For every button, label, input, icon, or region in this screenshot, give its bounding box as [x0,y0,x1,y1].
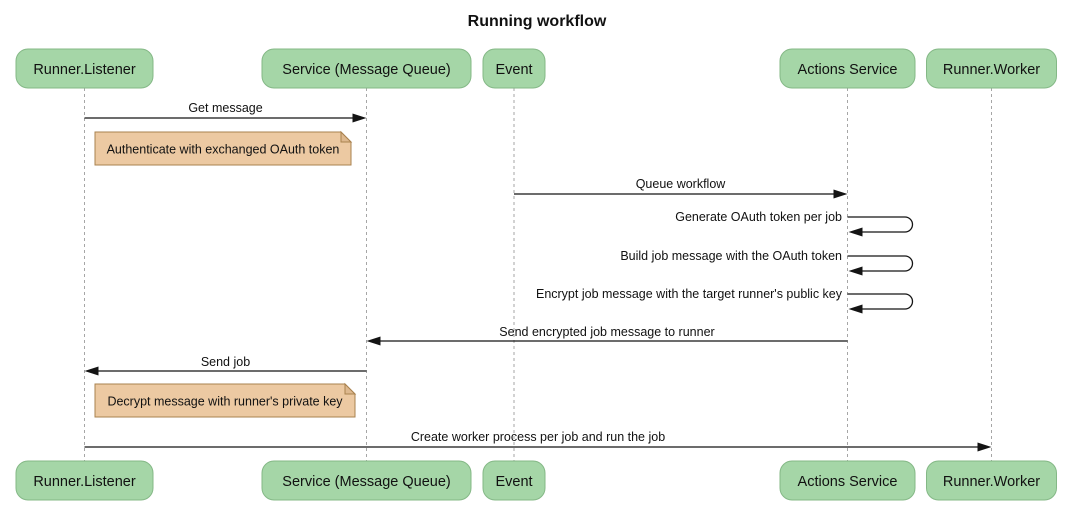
message-send-job: Send job [84,355,367,376]
self-loop-line [847,216,914,233]
arrowhead-left-icon [848,266,863,276]
note-box [94,131,352,166]
message-label: Send job [201,355,250,369]
actor-top-runner-worker: Runner.Worker [926,48,1057,89]
actor-label: Actions Service [798,62,898,78]
actor-box [779,460,916,501]
message-label: Queue workflow [636,177,727,191]
self-loop-line [847,255,914,272]
actor-box [482,48,546,89]
actor-box [926,460,1057,501]
actor-box [779,48,916,89]
diagram-title: Running workflow [468,13,607,30]
actor-top-event: Event [482,48,546,89]
note-fold-corner-icon [344,382,357,395]
actor-label: Actions Service [798,474,898,490]
note-fold-corner-icon [340,130,353,143]
actor-bottom-runner-worker: Runner.Worker [926,460,1057,501]
actor-label: Service (Message Queue) [282,474,450,490]
note-authenticate: Authenticate with exchanged OAuth token [94,130,353,166]
message-label: Build job message with the OAuth token [620,249,842,263]
message-label: Create worker process per job and run th… [411,430,665,444]
self-message-build-job-message: Build job message with the OAuth token [620,249,914,276]
actor-label: Runner.Worker [943,62,1040,78]
note-decrypt: Decrypt message with runner's private ke… [94,382,357,418]
self-message-generate-oauth-token: Generate OAuth token per job [675,210,914,237]
arrowhead-right-icon [833,189,848,199]
arrowhead-right-icon [977,442,992,452]
actor-label: Runner.Worker [943,474,1040,490]
actor-box [261,48,472,89]
message-get-message: Get message [84,101,367,123]
arrowhead-left-icon [848,227,863,237]
arrowhead-left-icon [366,336,381,346]
actor-box [482,460,546,501]
actor-top-service-message-queue: Service (Message Queue) [261,48,472,89]
note-label: Decrypt message with runner's private ke… [107,395,343,409]
message-label: Get message [188,101,262,115]
actor-label: Runner.Listener [33,474,136,490]
message-label: Send encrypted job message to runner [499,325,714,339]
actor-box [261,460,472,501]
actor-label: Service (Message Queue) [282,62,450,78]
actor-box [926,48,1057,89]
actor-box [15,48,154,89]
arrowhead-right-icon [352,113,367,123]
note-box [94,383,356,418]
actor-bottom-service-message-queue: Service (Message Queue) [261,460,472,501]
actor-bottom-actions-service: Actions Service [779,460,916,501]
actor-bottom-event: Event [482,460,546,501]
actor-label: Event [495,62,532,78]
actor-label: Event [495,474,532,490]
actor-box [15,460,154,501]
message-send-encrypted-job: Send encrypted job message to runner [366,325,848,346]
message-queue-workflow: Queue workflow [514,177,848,199]
self-message-encrypt-job-message: Encrypt job message with the target runn… [536,287,914,314]
note-label: Authenticate with exchanged OAuth token [107,143,340,157]
actor-top-actions-service: Actions Service [779,48,916,89]
message-label: Encrypt job message with the target runn… [536,287,843,301]
self-loop-line [847,293,914,310]
arrowhead-left-icon [84,366,99,376]
message-label: Generate OAuth token per job [675,210,842,224]
arrowhead-left-icon [848,304,863,314]
message-create-worker-process: Create worker process per job and run th… [84,430,992,452]
actor-label: Runner.Listener [33,62,136,78]
actor-bottom-runner-listener: Runner.Listener [15,460,154,501]
actor-top-runner-listener: Runner.Listener [15,48,154,89]
